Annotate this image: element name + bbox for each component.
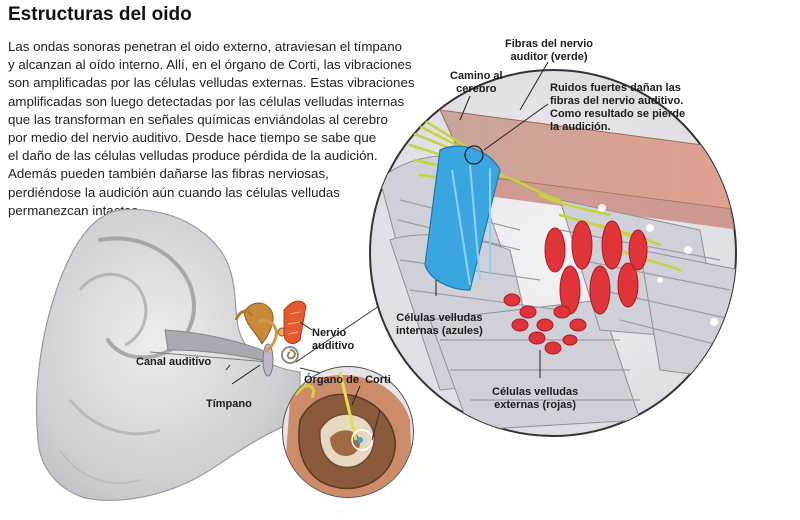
label-celulas-externas: Células velludas externas (rojas): [492, 386, 578, 412]
label-line: auditivo: [312, 340, 355, 352]
intro-line: el daño de las células velludas produce …: [8, 148, 378, 164]
inner-hair-cells: [424, 145, 501, 291]
intro-line: amplificadas son luego detectadas por la…: [8, 93, 405, 109]
outer-ear: [35, 208, 301, 501]
label-line: cerebro: [456, 83, 497, 95]
intro-line: perdiéndose la audición aún cuando las c…: [8, 184, 340, 200]
intro-line: y alcanzan al oído interno. Allí, en el …: [8, 57, 412, 73]
label-line: externas (rojas): [494, 399, 577, 411]
intro-line: son amplificadas por las células velluda…: [8, 75, 415, 91]
label-line: Nervio: [312, 327, 347, 339]
label-ruidos-fuertes: Ruidos fuertes dañan las fibras del nerv…: [550, 82, 685, 134]
intro-line: Las ondas sonoras penetran el oido exter…: [8, 39, 402, 54]
label-line: auditor (verde): [510, 51, 588, 63]
label-line: la audición.: [550, 121, 611, 133]
outer-hair-cells: [503, 220, 648, 355]
label-line: Ruidos fuertes dañan las: [550, 82, 681, 94]
eardrum: [262, 343, 274, 377]
label-celulas-internas: Células velludas internas (azules): [396, 312, 483, 338]
ossicles: [234, 302, 287, 354]
label-line: Como resultado se pierde: [550, 108, 686, 120]
cochlea-magnifier: [282, 366, 414, 498]
auditory-nerve-small: [283, 300, 307, 344]
cochlea-small: [281, 346, 299, 364]
intro-line: Además pueden también dañarse las fibras…: [8, 166, 329, 182]
label-organo-de-corti: Órgano de Corti: [304, 374, 391, 386]
label-leaders: [225, 61, 549, 406]
label-nervio-auditivo: Nervio auditivo: [312, 327, 354, 353]
intro-line: que las transforman en señales químicas …: [8, 111, 388, 127]
page-title: Estructuras del oido: [8, 4, 192, 25]
label-canal-auditivo: Canal auditivo: [136, 356, 212, 368]
label-line: Células velludas: [492, 386, 579, 398]
intro-line: por medio del nervio auditivo. Desde hac…: [8, 130, 377, 146]
label-line: fibras del nervio auditivo.: [550, 95, 684, 107]
label-line: Fibras del nervio: [505, 38, 594, 50]
label-line: internas (azules): [396, 325, 483, 337]
intro-paragraph: Las ondas sonoras penetran el oido exter…: [8, 38, 418, 220]
label-camino-al-cerebro: Camino al cerebro: [450, 70, 503, 96]
label-timpano: Tímpano: [206, 398, 252, 410]
label-line: Células velludas: [396, 312, 483, 324]
label-fibras-nervio-auditor: Fibras del nervio auditor (verde): [505, 38, 593, 64]
label-line: Camino al: [450, 70, 503, 82]
